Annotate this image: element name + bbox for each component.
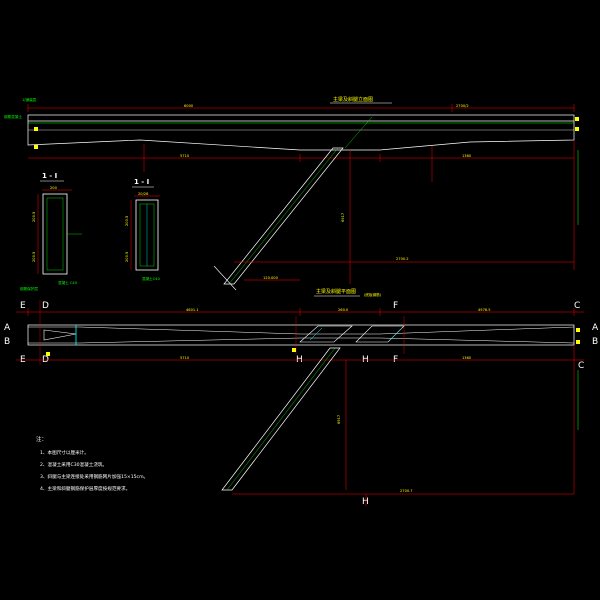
plan-dim-bottom-left: 5710 [180,356,190,360]
elevation-dim-bottom-left: 5710 [180,154,190,158]
section-mark-b-right: B [592,337,598,347]
elevation-dim-bottom-right: 1360 [462,154,472,158]
elevation-view: 主梁及斜腿立面图 6000 2700/2 1/铺装层 钢筋混凝土 5710 13… [4,96,579,291]
plan-subtitle: (底板钢筋) [364,292,382,297]
main-beam-top-flange [27,114,575,122]
elevation-dim-leg-height: 6917 [341,213,345,222]
section-2-height-bottom: 200.5 [125,252,129,262]
section-2-view: 1 - I 20/28 200.5 200.5 混凝土C40 [125,178,161,281]
plan-cyan-diagonal [309,327,323,341]
plan-title: 主梁及斜腿平面图 [316,288,356,295]
section-1-rebar-cage [46,197,64,271]
section-1-side-label: 钢筋保护层 [20,286,38,291]
note-item-3: 3、斜腿与主梁连接处采用钢筋网片加强15×15cm。 [40,473,148,480]
section-2-bottom-label: 混凝土C40 [142,276,161,281]
elevation-dim-leg-base: 2700.2 [396,257,409,261]
anchor-marker [575,127,579,131]
section-mark-c-top: C [574,301,580,311]
section-2-height-top: 200.5 [125,216,129,226]
anchor-marker [576,328,580,332]
plan-leg-connection-left [299,325,353,343]
note-item-4: 4、主梁和斜腿钢筋保护层厚度按规范要求。 [40,485,130,492]
section-mark-b-left: B [4,337,10,347]
anchor-marker [34,145,38,149]
section-1-height-top: 200.5 [32,212,36,222]
notes-block: 注： 1、本图尺寸以厘米计。 2、混凝土采用C30混凝土浇筑。 3、斜腿与主梁连… [36,435,148,492]
section-1-title: 1 - I [42,172,57,180]
plan-dim-leg-base: 2700.7 [400,489,413,493]
plan-beam-bottom-edge [28,337,575,344]
section-mark-h-bottom: H [362,497,369,507]
section-2-title: 1 - I [134,178,149,186]
leg-foot-line [213,265,237,291]
section-1-bottom-label: 混凝土 C40 [58,280,78,285]
plan-dim-top-mid: 260.0 [338,308,349,312]
elevation-dim-top-right: 2700/2 [456,104,469,108]
plan-inclined-leg-rebar [226,347,336,491]
notes-heading: 注： [36,435,47,443]
anchor-marker [576,340,580,344]
anchor-marker [575,117,579,121]
section-mark-e-top: E [20,301,26,311]
elevation-dim-top-left: 6000 [184,104,194,108]
plan-dim-leg-height: 6917 [337,415,341,424]
inclined-leg [223,147,344,285]
main-beam-outline [27,121,575,151]
plan-dim-top-right: 4978.5 [478,308,491,312]
elevation-dim-leg-foot: 120.000 [263,276,279,280]
section-mark-d-top: D [42,301,49,311]
section-1-width: 200 [50,186,58,190]
anchor-marker [46,352,50,356]
note-item-1: 1、本图尺寸以厘米计。 [40,449,89,456]
section-1-height-bottom: 200.5 [32,252,36,262]
plan-cyan-diagonal [389,327,403,341]
plan-dim-top-left: 4601.1 [186,308,199,312]
note-item-2: 2、混凝土采用C30混凝土浇筑。 [40,461,107,468]
elevation-side-label-mid: 钢筋混凝土 [4,114,22,119]
plan-inclined-leg [221,347,341,491]
plan-dim-bottom-right: 1360 [462,356,472,360]
plan-view: 主梁及斜腿平面图 (底板钢筋) 4601.1 260.0 4978.5 E D … [4,288,599,507]
section-1-view: 1 - I 200 200.5 200.5 混凝土 C40 钢筋保护层 [20,172,82,291]
plan-beam-top-edge [28,326,575,335]
plan-beam-outline [27,324,575,346]
inclined-leg-rebar [228,147,339,285]
section-mark-c-bottom: C [578,361,584,371]
anchor-marker [34,127,38,131]
section-mark-f-top: F [393,301,398,311]
elevation-side-label-top: 1/铺装层 [22,97,37,102]
plan-end-taper [43,329,77,341]
anchor-marker [292,348,296,352]
section-2-outline [135,199,159,271]
section-mark-a-right: A [592,323,599,333]
section-1-outline [42,193,68,275]
section-2-width: 20/28 [138,192,149,196]
elevation-title: 主梁及斜腿立面图 [333,96,373,103]
section-mark-a-left: A [4,323,11,333]
leg-extension-line [344,116,373,149]
